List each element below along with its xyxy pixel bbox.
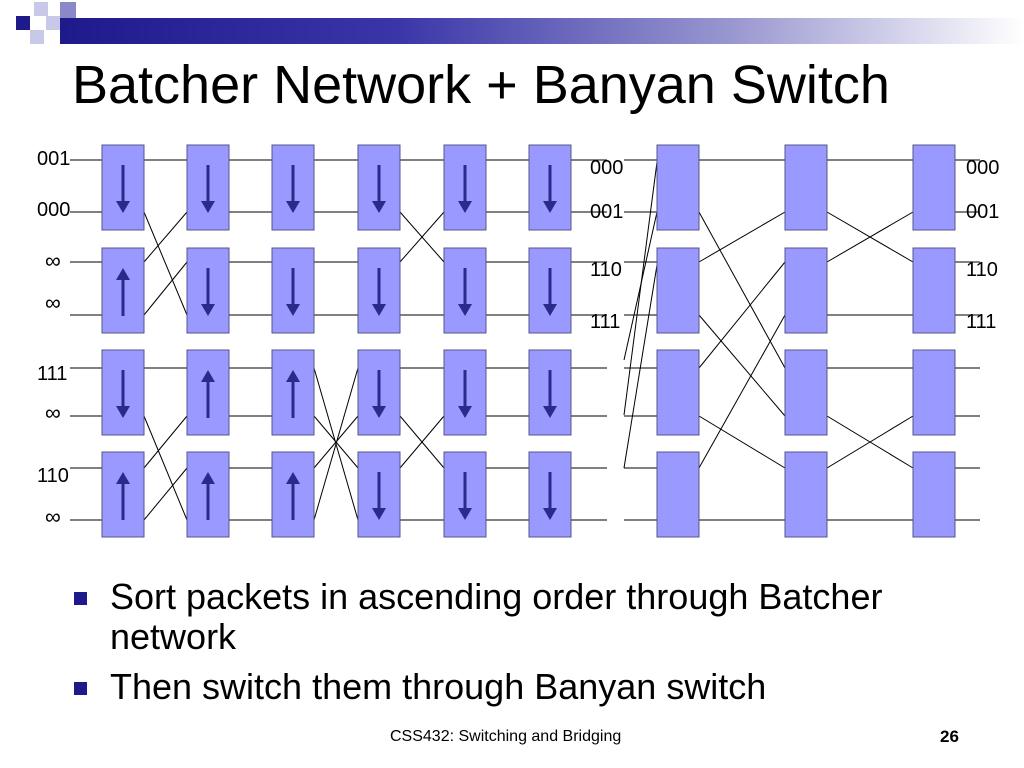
wire — [623, 161, 658, 416]
arrow-down-icon — [543, 165, 557, 213]
arrow-down-icon — [286, 268, 300, 316]
arrow-down-icon — [286, 165, 300, 213]
wire — [698, 314, 786, 417]
arrow-down-icon — [458, 370, 472, 418]
banyan-input-label: 001 — [590, 201, 623, 223]
arrow-down-icon — [372, 165, 386, 213]
arrow-down-icon — [372, 370, 386, 418]
square-bullet-icon — [74, 592, 87, 605]
wire — [698, 261, 786, 369]
batcher-input-label: ∞ — [45, 504, 61, 529]
comparator-node — [357, 144, 401, 231]
arrow-down-icon — [201, 268, 215, 316]
arrow-up-icon — [116, 472, 130, 520]
wire — [143, 467, 188, 521]
wire — [143, 415, 188, 469]
bullet-text: Sort packets in ascending order through … — [110, 576, 883, 657]
arrow-down-icon — [116, 370, 130, 418]
wire — [698, 211, 786, 263]
header-square-decoration — [60, 2, 76, 18]
arrow-up-icon — [286, 370, 300, 418]
footer-text: CSS432: Switching and Bridging — [390, 728, 622, 745]
switch-node — [784, 451, 828, 538]
banyan-output-label: 110 — [966, 259, 998, 281]
banyan-output-label: 000 — [966, 157, 999, 179]
arrow-down-icon — [543, 268, 557, 316]
wire — [826, 211, 914, 263]
wire — [143, 211, 188, 263]
switch-node — [656, 349, 700, 436]
switch-node — [912, 451, 956, 538]
arrow-down-icon — [543, 472, 557, 520]
banyan-input-label: 111 — [590, 311, 620, 333]
arrow-down-icon — [458, 268, 472, 316]
switch-node — [912, 349, 956, 436]
switch-node — [912, 144, 956, 231]
switch-node — [912, 247, 956, 334]
header-square-decoration — [34, 2, 48, 16]
wire — [623, 264, 658, 469]
arrow-down-icon — [458, 165, 472, 213]
banyan-output-label: 001 — [966, 201, 999, 223]
wire — [143, 415, 188, 521]
header-square-decoration — [30, 30, 44, 44]
switch-node — [656, 451, 700, 538]
wire — [143, 261, 188, 316]
wire — [313, 367, 359, 521]
banyan-output-label: 111 — [966, 311, 996, 333]
header-square-decoration — [16, 16, 30, 30]
arrow-down-icon — [116, 165, 130, 213]
bullet-item: Sort packets in ascending order through … — [70, 577, 990, 657]
wire — [399, 211, 445, 263]
arrow-down-icon — [458, 472, 472, 520]
wire — [313, 415, 359, 469]
arrow-down-icon — [201, 165, 215, 213]
arrow-up-icon — [201, 472, 215, 520]
slide-title: Batcher Network + Banyan Switch — [72, 55, 890, 115]
switch-node — [656, 247, 700, 334]
batcher-input-label: ∞ — [45, 400, 61, 425]
batcher-input-label: 111 — [37, 363, 67, 385]
wire — [698, 314, 786, 469]
arrow-up-icon — [201, 370, 215, 418]
wire — [143, 211, 188, 316]
bullet-item: Then switch them through Banyan switch — [70, 667, 990, 707]
arrow-up-icon — [286, 472, 300, 520]
bullet-list: Sort packets in ascending order through … — [70, 577, 990, 717]
batcher-input-label: ∞ — [45, 290, 61, 315]
arrow-down-icon — [372, 268, 386, 316]
wire — [698, 211, 786, 369]
page-number: 26 — [940, 727, 959, 746]
bullet-text: Then switch them through Banyan switch — [110, 666, 767, 707]
switch-node — [656, 144, 700, 231]
switch-node — [784, 349, 828, 436]
wire — [826, 415, 914, 469]
wire — [399, 415, 445, 469]
arrow-down-icon — [543, 370, 557, 418]
batcher-input-label: ∞ — [45, 248, 61, 273]
banyan-input-label: 000 — [590, 157, 623, 179]
wire — [698, 415, 786, 469]
header-gradient-bar — [60, 18, 1024, 44]
square-bullet-icon — [74, 682, 87, 695]
switch-node — [784, 144, 828, 231]
arrow-down-icon — [372, 472, 386, 520]
batcher-input-label: 000 — [37, 199, 70, 221]
switch-node — [784, 247, 828, 334]
batcher-input-label: 110 — [37, 465, 69, 487]
header-square-decoration — [46, 16, 60, 30]
arrow-up-icon — [116, 268, 130, 316]
batcher-input-label: 001 — [37, 148, 70, 170]
banyan-input-label: 110 — [590, 259, 622, 281]
